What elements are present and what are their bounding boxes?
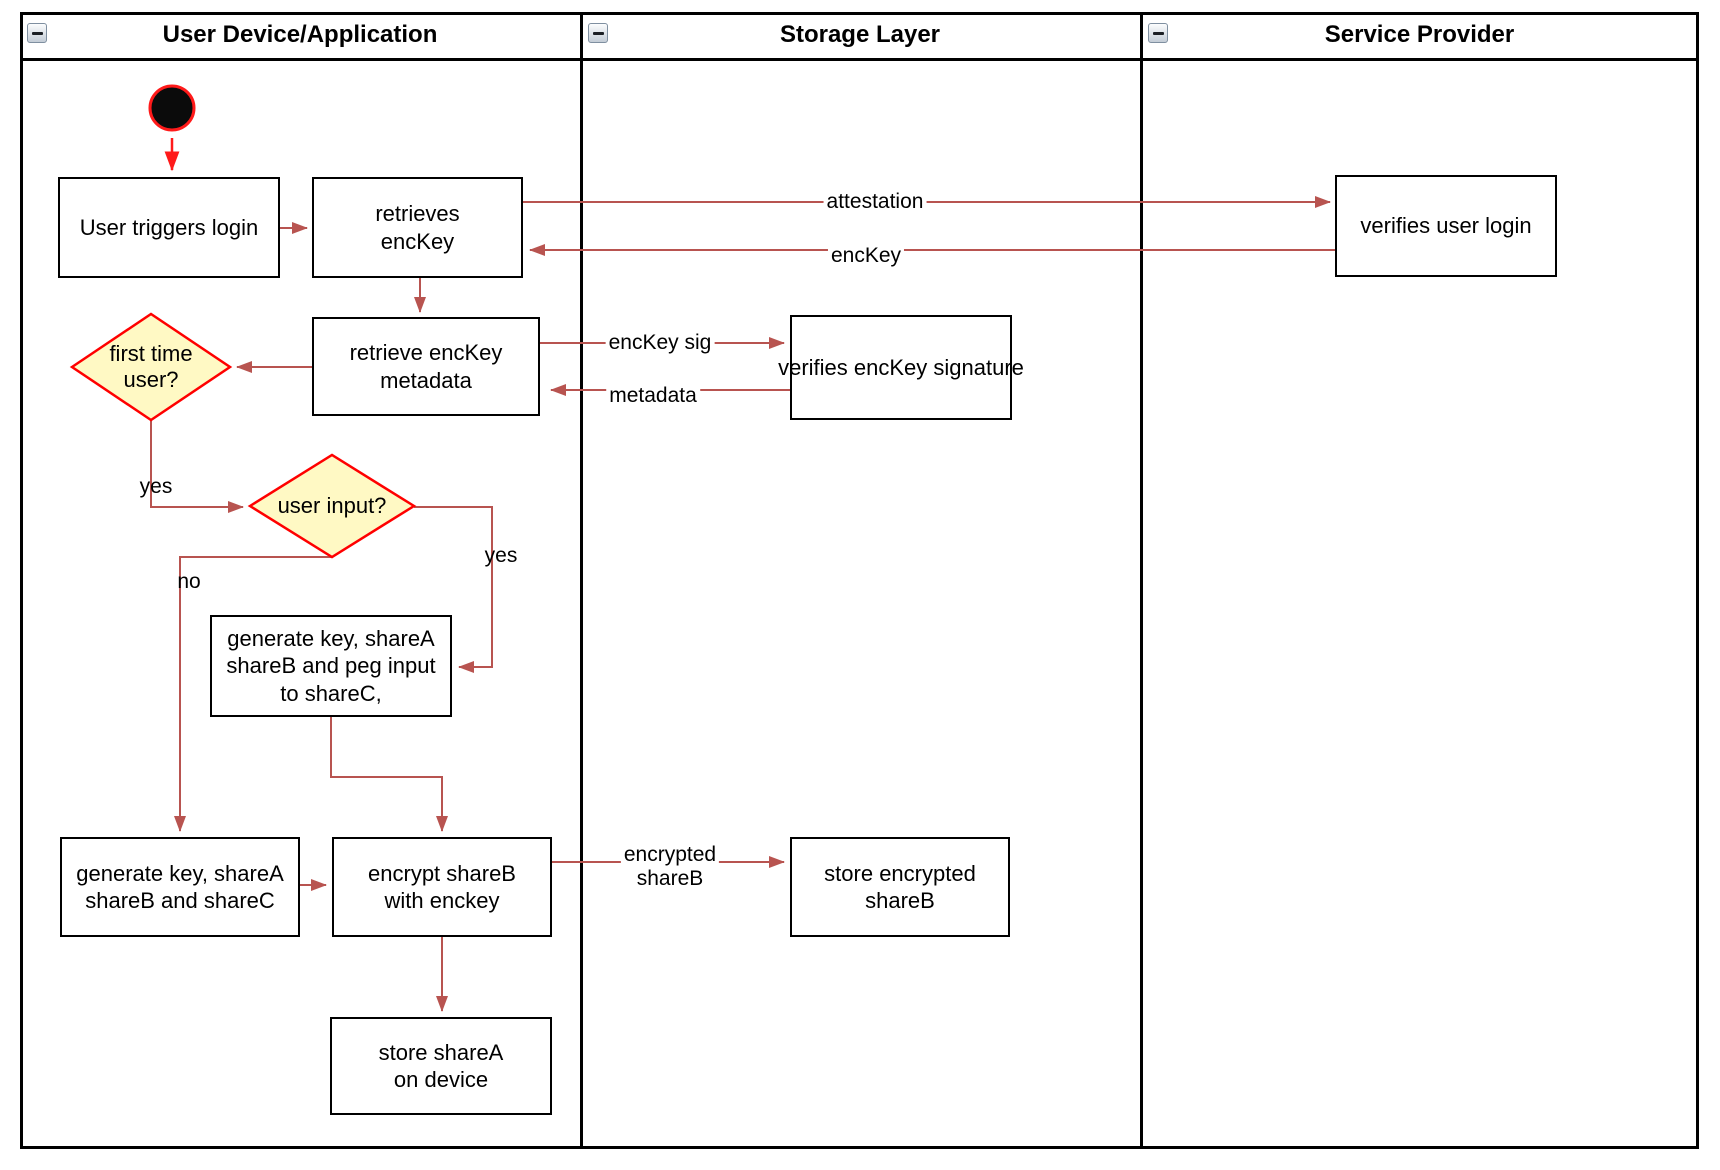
edge-label-encrypted-shareb: encrypted shareB [620,842,720,892]
lane-title-storage-layer: Storage Layer [779,21,941,48]
box-verifies-user-login[interactable]: verifies user login [1335,175,1557,277]
edge-label-metadata: metadata [606,383,700,409]
box-generate-key-peg-input[interactable]: generate key, shareA shareB and peg inpu… [210,615,452,717]
lane-header-underline [20,58,1699,61]
box-user-triggers-login[interactable]: User triggers login [58,177,280,278]
lane-divider-1 [580,12,583,1149]
decision-user-input[interactable] [247,453,417,559]
collapse-minus-icon-lane-3[interactable] [1148,23,1168,43]
box-verifies-enckey-signature[interactable]: verifies encKey signature [778,315,1024,420]
decision-first-time-user[interactable] [69,312,233,422]
edge-label-yes-first-time: yes [139,474,173,498]
edge-peg-to-encrypt [330,717,448,832]
box-store-sharea-on-device[interactable]: store shareA on device [330,1017,552,1115]
edge-label-enckey: encKey [827,243,905,269]
edge-firsttime-yes [150,420,244,513]
edge-label-enckey-sig: encKey sig [605,330,715,356]
edge-userinput-yes [414,506,493,673]
lane-title-service-provider: Service Provider [1324,21,1515,48]
lane-title-user-device: User Device/Application [162,21,438,48]
edge-label-yes-user-input: yes [484,543,518,567]
minus-glyph [31,31,43,35]
lane-divider-2 [1140,12,1143,1149]
encrypted-shareb-text: encrypted shareB [623,842,717,890]
edge-label-no-user-input: no [177,569,201,593]
box-store-encrypted-shareb[interactable]: store encrypted shareB [790,837,1010,937]
edge-userinput-no [174,556,332,832]
edge-label-attestation: attestation [823,189,927,215]
start-node[interactable] [148,84,196,132]
box-encrypt-shareb[interactable]: encrypt shareB with enckey [332,837,552,937]
box-retrieve-enckey-metadata[interactable]: retrieve encKey metadata [312,317,540,416]
box-retrieves-enckey[interactable]: retrieves encKey [312,177,523,278]
minus-glyph [1152,31,1164,35]
minus-glyph [592,31,604,35]
collapse-minus-icon-lane-1[interactable] [27,23,47,43]
box-generate-key-sharec[interactable]: generate key, shareA shareB and shareC [60,837,300,937]
collapse-minus-icon-lane-2[interactable] [588,23,608,43]
